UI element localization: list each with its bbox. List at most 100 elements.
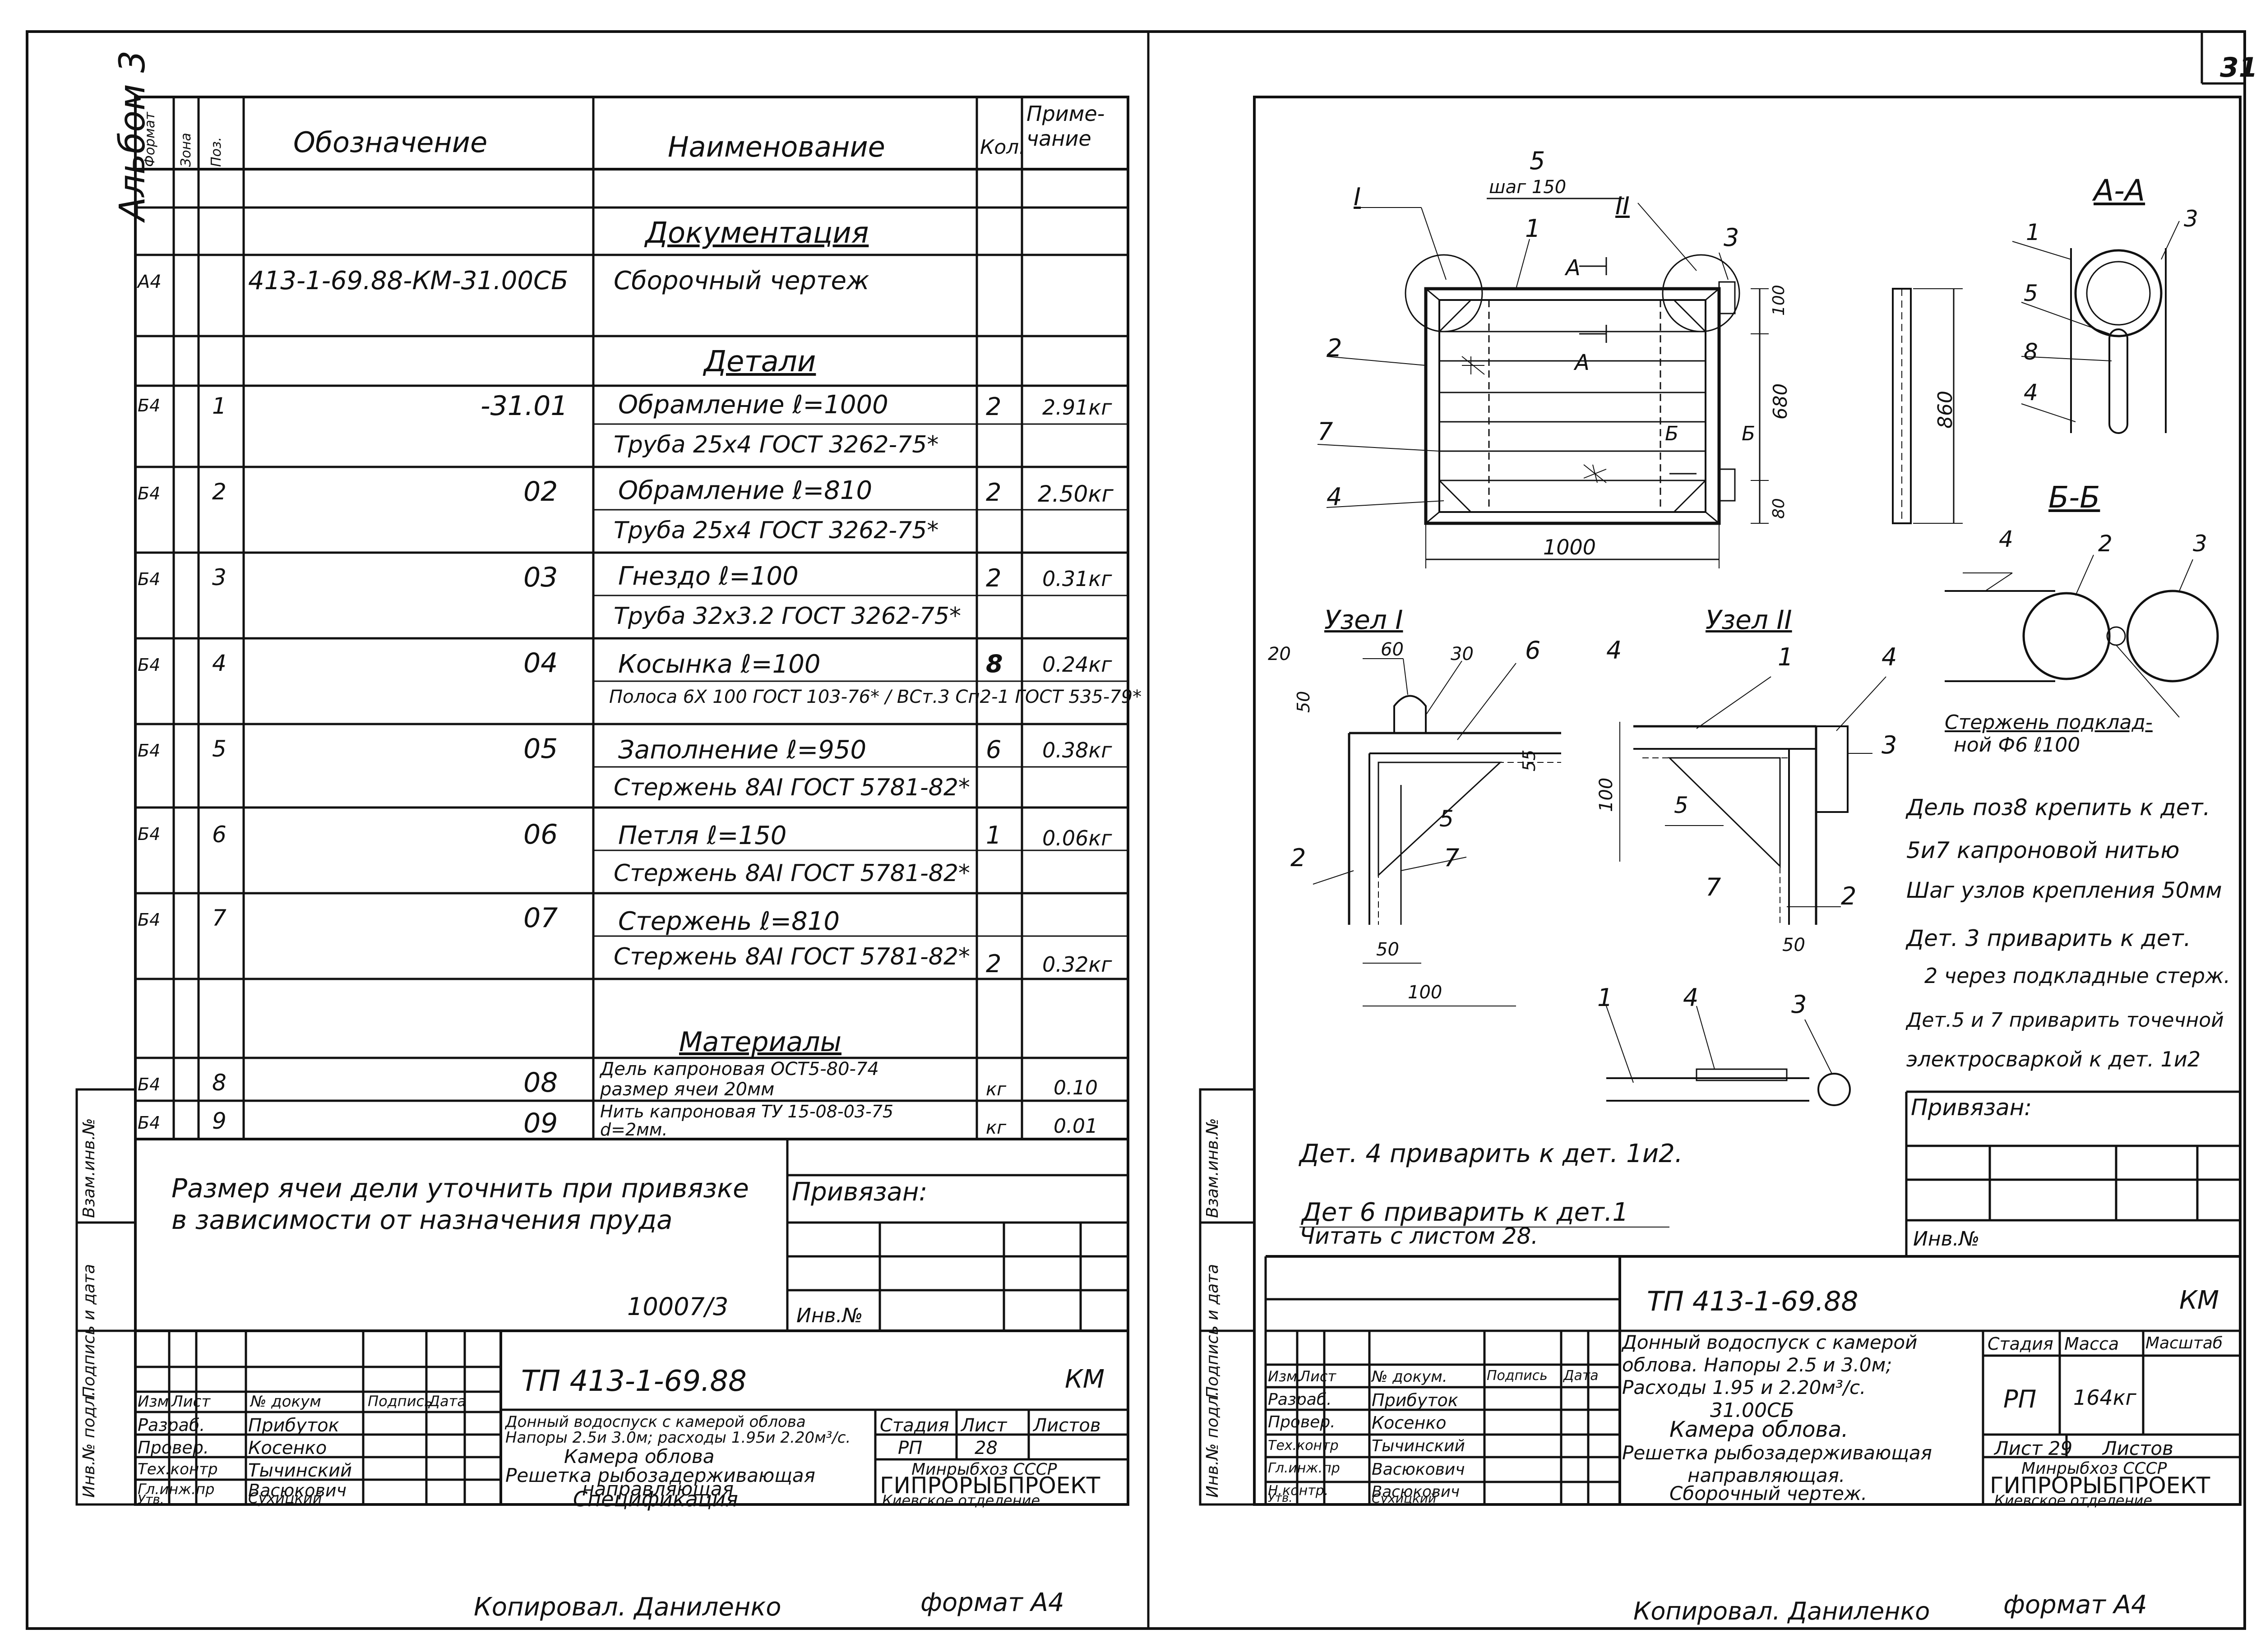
tb-role: Гл.инж.пр bbox=[138, 1481, 215, 1498]
part-format: Б4 bbox=[138, 824, 161, 844]
part-designation: 02 bbox=[523, 476, 558, 508]
margin-sign-date-left: Подпись и дата bbox=[80, 1264, 98, 1398]
node1-dim-50-v: 50 bbox=[1294, 691, 1313, 713]
section-mark-a-bottom: А bbox=[1575, 350, 1590, 375]
part-designation: -31.01 bbox=[481, 390, 568, 422]
tb-sheet-right: Лист 29 bbox=[1994, 1437, 2073, 1459]
tb-col-date: Дата bbox=[429, 1393, 466, 1410]
note-text: 2 через подкладные стерж. bbox=[1924, 964, 2231, 988]
part-name: Косынка ℓ=100 bbox=[618, 650, 821, 679]
dim-860: 860 bbox=[1934, 391, 1957, 429]
tb-person: Косенко bbox=[1372, 1413, 1447, 1433]
tb-sheets-header-left: Листов bbox=[1033, 1415, 1101, 1436]
tb-col-sign: Подпись bbox=[1487, 1368, 1548, 1384]
part-pos: 3 bbox=[212, 564, 227, 591]
note-line-2: в зависимости от назначения пруда bbox=[171, 1204, 673, 1235]
node2-label-2: 2 bbox=[1841, 882, 1857, 910]
node2-label-7: 7 bbox=[1706, 873, 1721, 901]
material-name-2: размер ячеи 20мм bbox=[600, 1079, 775, 1100]
material-name: Дель капроновая ОСТ5-80-74 bbox=[600, 1059, 879, 1080]
tb-person: Васюкович bbox=[1372, 1460, 1465, 1479]
tb-col-izm: Изм. bbox=[1268, 1368, 1302, 1385]
tb-org-1-left: Минрыбхоз СССР bbox=[911, 1460, 1057, 1479]
tb-col-sign: Подпись bbox=[368, 1393, 433, 1410]
rod-note-1: Стержень подклад- bbox=[1945, 711, 2153, 734]
part-material: Стержень 8АI ГОСТ 5781-82* bbox=[614, 943, 970, 970]
aa-label-4: 4 bbox=[2024, 379, 2038, 406]
privyazan-label-left: Привязан: bbox=[792, 1177, 928, 1207]
part-qty: 2 bbox=[986, 950, 1002, 978]
header-note: Приме- чание bbox=[1026, 102, 1105, 151]
part-format: Б4 bbox=[138, 741, 161, 761]
part-material: Труба 25х4 ГОСТ 3262-75* bbox=[614, 517, 939, 544]
aa-label-5: 5 bbox=[2024, 280, 2038, 306]
note-text: Дет. 3 приварить к дет. bbox=[1906, 925, 2191, 951]
part-pos: 2 bbox=[212, 479, 227, 505]
note-read-with: Читать с листом 28. bbox=[1299, 1223, 1539, 1249]
tb-person: Косенко bbox=[248, 1438, 327, 1458]
tb-role: Тех.контр bbox=[138, 1460, 218, 1478]
part-designation: 06 bbox=[523, 819, 558, 850]
dim-100-top: 100 bbox=[1770, 285, 1788, 316]
part-pos: 1 bbox=[212, 393, 227, 419]
node1-dim-55: 55 bbox=[1519, 749, 1539, 771]
frame-label-4: 4 bbox=[1327, 483, 1342, 511]
dim-1000: 1000 bbox=[1543, 535, 1596, 559]
part-format: Б4 bbox=[138, 396, 161, 415]
node2-dim-50: 50 bbox=[1782, 935, 1805, 955]
part-name: Петля ℓ=150 bbox=[618, 821, 787, 850]
tb-col-date: Дата bbox=[1563, 1368, 1599, 1384]
frame-label-1: 1 bbox=[1525, 214, 1541, 243]
node-1-title: Узел I bbox=[1324, 605, 1403, 635]
part-qty: 1 bbox=[986, 821, 1002, 849]
tb-desc-5-left: направляющая bbox=[582, 1478, 734, 1500]
part-designation: 03 bbox=[523, 562, 558, 593]
part-material: Стержень 8АI ГОСТ 5781-82* bbox=[614, 860, 970, 887]
part-note: 2.91кг bbox=[1042, 395, 1112, 420]
format-right: формат А4 bbox=[2003, 1590, 2147, 1620]
node1-label-7: 7 bbox=[1444, 844, 1460, 872]
frame-label-2: 2 bbox=[1327, 334, 1342, 362]
privyazan-label-right: Привязан: bbox=[1911, 1094, 2032, 1121]
margin-vzam-right: Взам.инв.№ bbox=[1203, 1118, 1222, 1218]
format-left: формат А4 bbox=[920, 1588, 1064, 1617]
note-text: 5и7 капроновой нитью bbox=[1906, 837, 2180, 863]
tb-person: Сухицкий bbox=[248, 1490, 322, 1507]
tb-org-2-left: ГИПРОРЫБПРОЕКТ bbox=[880, 1472, 1100, 1499]
part-pos: 7 bbox=[212, 905, 227, 931]
part-designation: 04 bbox=[523, 647, 558, 679]
weld-label-4: 4 bbox=[1683, 983, 1699, 1012]
bb-label-2: 2 bbox=[2098, 531, 2113, 557]
note-text: электросваркой к дет. 1и2 bbox=[1906, 1047, 2201, 1071]
section-bb-title: Б-Б bbox=[2048, 480, 2100, 515]
part-note: 0.38кг bbox=[1042, 738, 1112, 762]
node1-label-2: 2 bbox=[1290, 844, 1306, 872]
part-material: Стержень 8АI ГОСТ 5781-82* bbox=[614, 774, 970, 801]
tb-person: Сухицкий bbox=[1372, 1491, 1437, 1506]
material-name: Нить капроновая ТУ 15-08-03-75 bbox=[600, 1102, 894, 1121]
tb-mass-header-right: Масса bbox=[2064, 1334, 2119, 1354]
tb-scale-header-right: Масштаб bbox=[2145, 1334, 2223, 1352]
note-det4: Дет. 4 приварить к дет. 1и2. bbox=[1299, 1139, 1683, 1168]
note-text: Дет.5 и 7 приварить точечной bbox=[1906, 1009, 2224, 1032]
doc-designation: 413-1-69.88-КМ-31.00СБ bbox=[248, 266, 569, 295]
tb-desc-4-right: Камера облова. bbox=[1669, 1417, 1849, 1442]
part-name: Гнездо ℓ=100 bbox=[618, 562, 799, 591]
tb-sheet-left: 28 bbox=[975, 1438, 998, 1458]
material-designation: 09 bbox=[523, 1107, 558, 1139]
tb-sheet-header-left: Лист bbox=[961, 1415, 1007, 1436]
part-material: Труба 25х4 ГОСТ 3262-75* bbox=[614, 431, 939, 458]
header-format: Формат bbox=[142, 112, 158, 167]
dim-step: шаг 150 bbox=[1489, 177, 1567, 198]
tb-desc-5-right: Решетка рыбозадерживающая bbox=[1622, 1442, 1932, 1464]
section-mark-a-top: А bbox=[1566, 255, 1581, 281]
weld-label-3: 3 bbox=[1791, 990, 1807, 1019]
aa-label-8: 8 bbox=[2024, 339, 2038, 365]
tb-desc-4-left: Решетка рыбозадерживающая bbox=[505, 1464, 815, 1486]
note-text: Дель поз8 крепить к дет. bbox=[1906, 794, 2210, 821]
tb-sheets-header-right: Листов bbox=[2103, 1437, 2173, 1459]
part-format: Б4 bbox=[138, 910, 161, 930]
node1-dim-100: 100 bbox=[1408, 982, 1442, 1003]
